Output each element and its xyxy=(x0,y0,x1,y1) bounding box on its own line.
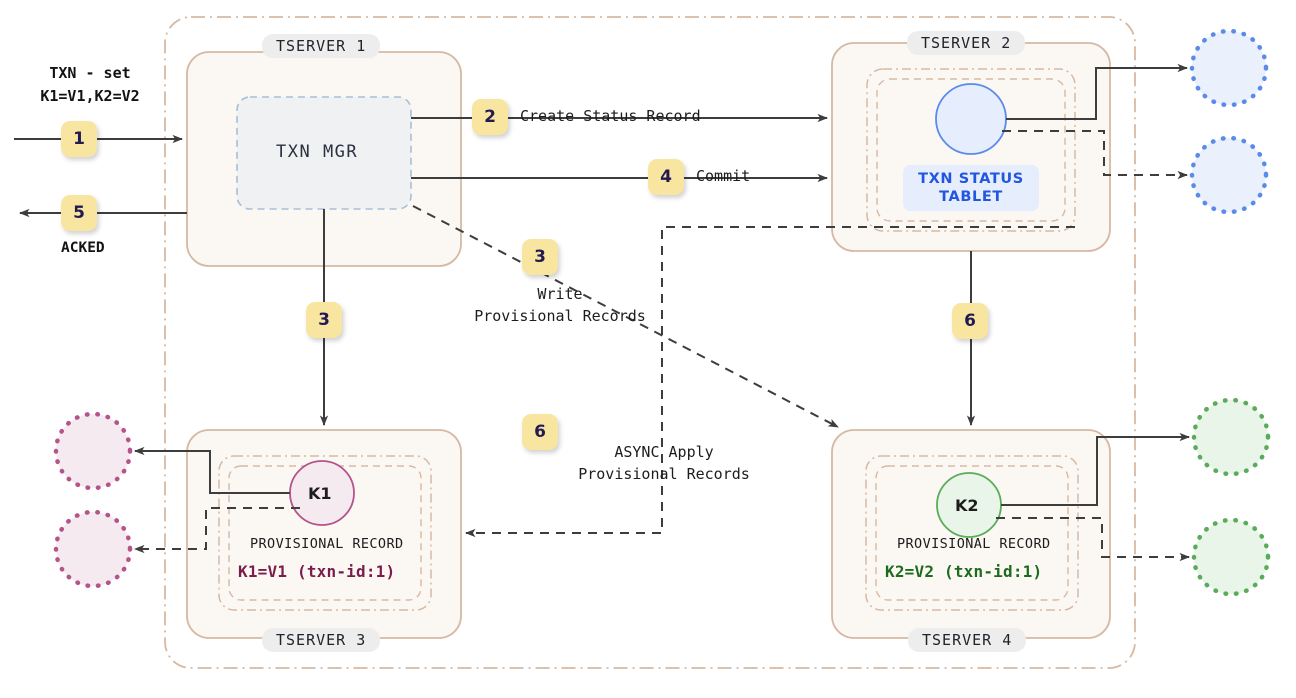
txn-mgr-label: TXN MGR xyxy=(276,142,359,162)
tserver4-provisional-value: K2=V2 (txn-id:1) xyxy=(885,562,1043,581)
tserver4-provisional-title: PROVISIONAL RECORD xyxy=(897,536,1051,552)
edge-tserver3-replica1 xyxy=(134,446,290,494)
step-badge-6-async: 6 xyxy=(522,414,558,450)
txn-status-tablet-circle xyxy=(935,83,1007,155)
k1-label: K1 xyxy=(308,484,332,503)
tserver4-tablet-box xyxy=(865,455,1079,611)
edge-tserver4-replica2 xyxy=(996,517,1190,562)
tserver1-tag: TSERVER 1 xyxy=(262,34,381,58)
edge-tserver2-replica2 xyxy=(1002,130,1188,180)
replica-pink-2 xyxy=(53,509,133,589)
step-badge-3-write: 3 xyxy=(522,239,558,275)
edge-async-apply-k1 xyxy=(465,226,1075,538)
tserver3-tag: TSERVER 3 xyxy=(262,628,381,652)
edge-label-create-status-record: Create Status Record xyxy=(520,107,701,125)
replica-green-1 xyxy=(1191,397,1271,477)
edge-tserver2-replica1 xyxy=(1006,63,1188,120)
tserver3-provisional-value: K1=V1 (txn-id:1) xyxy=(238,562,396,581)
edge-label-async-apply: ASYNC Apply Provisional Records xyxy=(578,443,750,483)
cluster-boundary xyxy=(164,16,1136,669)
edge-tserver3-replica2 xyxy=(134,507,300,554)
replica-green-2 xyxy=(1191,517,1271,597)
edge-label-write-provisional: Write Provisional Records xyxy=(474,285,646,325)
step-badge-6-vertical: 6 xyxy=(952,303,988,339)
replica-blue-2 xyxy=(1189,135,1269,215)
tserver2-tablet-inner-box xyxy=(876,78,1066,222)
tserver2-tablet-box xyxy=(866,68,1076,232)
client-acked-label: ACKED xyxy=(61,240,105,256)
step-badge-1: 1 xyxy=(61,121,97,157)
tserver4-tablet-inner-box xyxy=(875,465,1069,601)
edge-label-commit: Commit xyxy=(696,167,751,185)
k2-label: K2 xyxy=(955,496,979,515)
replica-blue-1 xyxy=(1189,28,1269,108)
edge-tserver4-replica1 xyxy=(1001,432,1190,506)
tserver3-provisional-title: PROVISIONAL RECORD xyxy=(250,536,404,552)
tserver2-tag: TSERVER 2 xyxy=(907,31,1026,55)
replica-pink-1 xyxy=(53,411,133,491)
step-badge-4: 4 xyxy=(648,159,684,195)
step-badge-5: 5 xyxy=(61,195,97,231)
tserver3-tablet-box xyxy=(218,455,432,611)
step-badge-2: 2 xyxy=(472,99,508,135)
tserver4-tag: TSERVER 4 xyxy=(908,628,1027,652)
txn-status-tablet-chip: TXN STATUS TABLET xyxy=(903,165,1039,212)
step-badge-3-vertical: 3 xyxy=(306,302,342,338)
client-request-label: TXN - set K1=V1,K2=V2 xyxy=(40,64,140,105)
